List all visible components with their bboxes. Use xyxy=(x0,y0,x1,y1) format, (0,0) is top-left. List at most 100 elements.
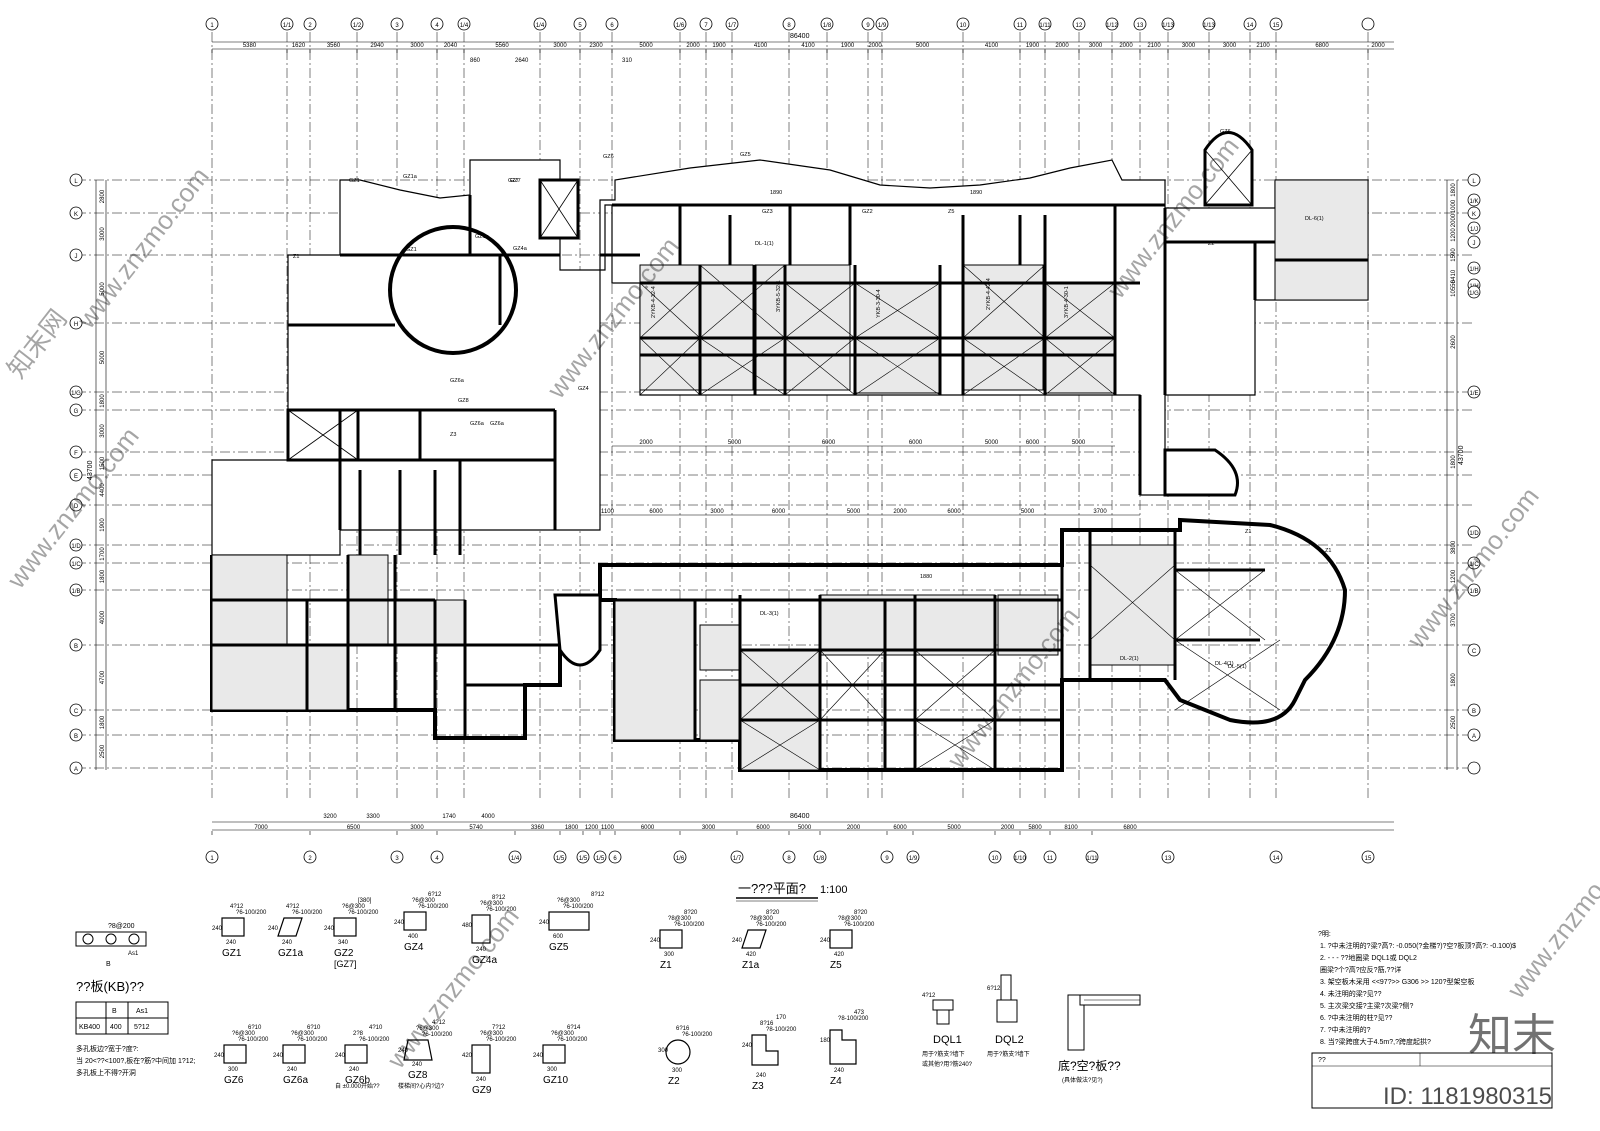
upper-wing-walls xyxy=(211,131,1369,556)
section-height: 240 xyxy=(268,926,279,932)
gz8-note: 楼梯间?心内?边? xyxy=(398,1082,445,1090)
axis-bubble-right xyxy=(1467,643,1481,657)
section-width: 240 xyxy=(756,1073,767,1079)
column-label: GZ6 xyxy=(603,154,614,160)
dim-right: 2500 xyxy=(1451,715,1457,729)
axis-label-bottom: 15 xyxy=(1365,856,1372,862)
section-outline xyxy=(344,1044,368,1064)
dim-bottom: 1800 xyxy=(565,825,579,831)
dim-bottom-sub: 3300 xyxy=(366,814,380,820)
column-label: GZ5 xyxy=(660,563,671,569)
section-extra: 4?10 xyxy=(369,1025,383,1031)
section-height: 240 xyxy=(394,920,405,926)
axis-label-right: 1/K xyxy=(1469,199,1478,205)
dim-bottom: 3000 xyxy=(702,825,716,831)
axis-bubble-top xyxy=(1202,17,1216,31)
section-name: GZ6b xyxy=(345,1075,370,1086)
axis-bubble-top xyxy=(673,17,687,31)
section-rebar: ?8-100/200 xyxy=(838,1016,869,1022)
section-width: 420 xyxy=(746,952,757,958)
axis-bubble-left xyxy=(69,583,83,597)
section-height: 420 xyxy=(462,1053,473,1059)
column-label: Z1 xyxy=(1325,548,1331,554)
axis-label-right: 1/J xyxy=(1470,227,1478,233)
column-label: DL-1(1) xyxy=(755,241,774,247)
axis-label-bottom: 1/8 xyxy=(816,856,825,862)
title-block-text: ?? xyxy=(1318,1057,1326,1064)
dim-bottom-sub: 1740 xyxy=(442,814,456,820)
total-width-top: 86400 xyxy=(790,33,810,40)
column-label: GZ3 xyxy=(762,209,773,215)
axis-label-left: 1/D xyxy=(71,544,81,550)
axis-bubble-left xyxy=(69,403,83,417)
section-extra: 8?12 xyxy=(492,895,506,901)
section-name: GZ5 xyxy=(549,942,569,953)
axis-label-top: 14 xyxy=(1247,23,1254,29)
section-height: 300 xyxy=(658,1048,669,1054)
dql2-note: 用于?筋支?墙下 xyxy=(987,1050,1030,1058)
dim-bottom: 6800 xyxy=(1123,825,1137,831)
slab-support-detail: 底?空?板?? (具体做法?见?) xyxy=(1058,994,1141,1084)
section-name: GZ4a xyxy=(472,955,497,966)
axis-bubble-top xyxy=(1105,17,1119,31)
section-extra: 8?20 xyxy=(684,910,698,916)
dim-bottom: 8100 xyxy=(1064,825,1078,831)
section-height: 240 xyxy=(539,920,550,926)
section-width: 400 xyxy=(408,934,419,940)
note-6: 6. ?中未注明的柱?见?? xyxy=(1320,1013,1392,1022)
section-outline xyxy=(751,1034,779,1066)
axis-label-top: 3 xyxy=(395,23,399,29)
axis-label-left: B xyxy=(74,734,78,740)
section-name: Z4 xyxy=(830,1076,842,1087)
axis-bubble-left xyxy=(69,385,83,399)
slab-label: 3YKB-5-32-1 xyxy=(776,280,782,312)
dim-top: 2100 xyxy=(1256,43,1270,49)
column-label: GZ1 xyxy=(349,178,360,184)
axis-bubble-left xyxy=(69,468,83,482)
section-rebar: ?8@300 xyxy=(750,916,773,922)
section-outline xyxy=(277,917,303,937)
dimension-lines xyxy=(95,41,1458,831)
axis-label-bottom: 1/4 xyxy=(511,856,520,862)
section-height: 240 xyxy=(273,1053,284,1059)
dim-top: 3000 xyxy=(553,43,567,49)
axis-label-bottom: 1/6 xyxy=(676,856,685,862)
axis-bubble-top xyxy=(303,17,317,31)
axis-label-bottom: 3 xyxy=(395,856,399,862)
axis-bubble-top xyxy=(280,17,294,31)
dim-left: 3000 xyxy=(100,227,106,241)
axis-label-top: 1 xyxy=(210,23,214,29)
axis-label-top: 13 xyxy=(1137,23,1144,29)
dim-top: 3560 xyxy=(327,43,341,49)
section-stirrup: ?6-100/200 xyxy=(422,1032,453,1038)
column-label: GZ4a xyxy=(513,246,528,252)
column-label: Z1 xyxy=(293,254,299,260)
dim-top: 1900 xyxy=(841,43,855,49)
section-name: Z2 xyxy=(668,1076,680,1087)
axis-bubble-left xyxy=(69,316,83,330)
dim-left: 1800 xyxy=(100,715,106,729)
column-label: GZ7 xyxy=(508,178,519,184)
section-outline xyxy=(282,1044,306,1064)
section-extra: 8?20 xyxy=(854,910,868,916)
axis-label-top: 11 xyxy=(1017,23,1024,29)
axis-bubble-top xyxy=(605,17,619,31)
note-1: 1. ?中未注明的?梁?高?: -0.050(?金梯?)?空?板顶?高?: -0… xyxy=(1320,941,1516,950)
dim-top: 3000 xyxy=(1223,43,1237,49)
dim-mid-2: 6000 xyxy=(649,509,663,515)
axis-bubble-right xyxy=(1467,583,1481,597)
axis-label-top: 1/7 xyxy=(728,23,737,29)
section-outline xyxy=(542,1044,566,1064)
dim-mid-2: 3000 xyxy=(710,509,724,515)
section-stirrup: ?6-100/200 xyxy=(563,904,594,910)
section-outline xyxy=(333,917,357,937)
axis-bubble-top xyxy=(350,17,364,31)
axis-label-left: D xyxy=(74,504,79,510)
dim-top: 2000 xyxy=(1119,43,1133,49)
axis-bubble-bottom xyxy=(553,850,567,864)
column-label: GZ6a xyxy=(450,378,465,384)
axis-label-left: 1/G xyxy=(71,391,81,397)
total-height-right: 43700 xyxy=(1458,445,1465,465)
dim-top: 4100 xyxy=(754,43,768,49)
